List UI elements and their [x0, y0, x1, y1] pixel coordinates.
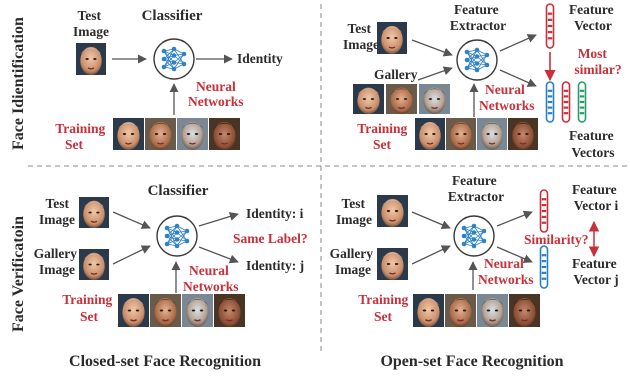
training-set-label: Training Set — [358, 292, 411, 324]
training-face-strip — [413, 294, 540, 328]
arrow-net-to-vector — [499, 34, 537, 52]
training-face-strip — [118, 294, 245, 328]
panel-closed-identification: Test Image Classifier Identity Neural Ne… — [55, 8, 283, 152]
test-image-label: Test Image — [39, 196, 75, 227]
training-face-strip — [415, 118, 538, 150]
feature-vector-i — [539, 189, 549, 233]
similarity-question: Similarity? — [524, 232, 589, 247]
test-image-label: Test Image — [336, 196, 372, 227]
identity-i-label: Identity: i — [246, 206, 304, 221]
panel-open-identification: Test Image Feature Extractor Gallery Neu… — [343, 2, 622, 160]
panel-closed-verification: Test Image Gallery Image Classifier Iden… — [34, 183, 308, 328]
gallery-image-label: Gallery Image — [330, 246, 377, 277]
neural-network-icon — [453, 215, 495, 257]
test-face-image — [76, 43, 106, 75]
gallery-face-strip — [353, 84, 450, 115]
arrow-net-to-vectors — [499, 69, 537, 87]
gallery-image-label: Gallery Image — [34, 246, 81, 277]
gallery-face-image — [79, 249, 109, 280]
neural-networks-label: Neural Networks — [479, 82, 535, 113]
gallery-feature-vector-blue — [545, 81, 555, 123]
gallery-feature-vector-red — [561, 81, 571, 123]
row-label-top: Face Idientification — [10, 17, 27, 150]
feature-vectors-label: Feature Vectors — [569, 128, 617, 160]
same-label-question: Same Label? — [233, 231, 308, 246]
arrow-test-to-net — [411, 211, 451, 230]
neural-network-icon — [156, 215, 198, 257]
arrow-test-to-net — [112, 211, 151, 229]
footer-right-caption: Open-set Face Recognition — [380, 353, 563, 370]
neural-networks-label: Neural Networks — [188, 79, 244, 109]
most-similar-label: Most similar? — [574, 46, 621, 77]
arrow-net-to-identity-j — [198, 246, 239, 264]
test-image-label: Test Image — [73, 8, 109, 39]
arrow-gallery-to-net — [112, 245, 151, 265]
feature-vector-label: Feature Vector — [569, 2, 617, 33]
gallery-feature-vector-green — [577, 81, 587, 123]
neural-networks-label: Neural Networks — [478, 256, 534, 287]
arrow-net-to-identity-i — [198, 212, 239, 227]
gallery-face-image — [377, 248, 408, 280]
test-face-image — [377, 195, 408, 227]
identity-label: Identity — [237, 51, 283, 66]
footer-left-caption: Closed-set Face Recognition — [69, 353, 261, 370]
arrow-net-to-vector-i — [496, 210, 533, 227]
panel-open-verification: Test Image Gallery Image Feature Extract… — [330, 173, 620, 328]
classifier-label: Classifier — [142, 8, 203, 24]
test-image-label: Test Image — [343, 21, 379, 52]
arrow-net-to-vector-j — [496, 246, 533, 263]
arrow-test-to-net — [411, 39, 453, 57]
test-face-image — [377, 22, 407, 54]
arrow-gallery-to-net — [411, 245, 451, 265]
neural-network-icon — [153, 38, 195, 80]
training-face-strip — [113, 118, 240, 150]
query-feature-vector — [545, 3, 555, 49]
feature-extractor-label: Feature Extractor — [450, 2, 506, 33]
training-set-label: Training Set — [62, 292, 115, 324]
neural-networks-label: Neural Networks — [183, 263, 239, 294]
feature-vector-j — [539, 245, 549, 289]
training-set-label: Training Set — [55, 121, 108, 152]
classifier-label: Classifier — [148, 183, 209, 199]
neural-network-icon — [456, 39, 498, 81]
row-label-bottom: Face Verificatoin — [10, 216, 27, 332]
arrow-gallery-to-net — [417, 66, 453, 81]
training-set-label: Training Set — [357, 121, 410, 152]
feature-extractor-label: Feature Extractor — [448, 173, 504, 204]
feature-vector-i-label: Feature Vector i — [572, 182, 620, 213]
test-face-image — [79, 197, 109, 228]
identity-j-label: Identity: j — [246, 258, 304, 273]
feature-vector-j-label: Feature Vector j — [572, 256, 620, 287]
gallery-label: Gallery — [374, 67, 418, 82]
